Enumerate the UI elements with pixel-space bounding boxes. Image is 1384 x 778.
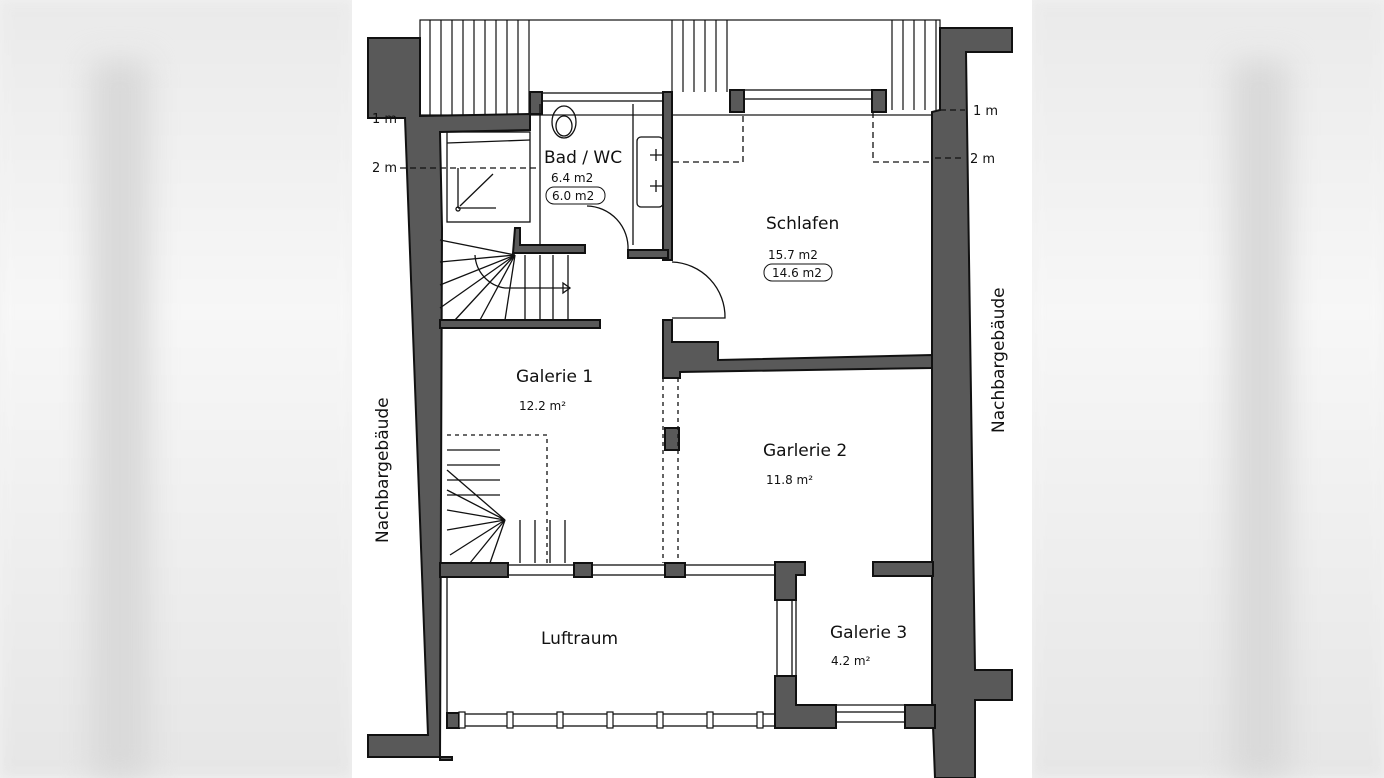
room-name-galerie2: Garlerie 2: [763, 441, 847, 461]
room-name-luftraum: Luftraum: [541, 629, 618, 649]
blurred-background-left: [0, 0, 352, 778]
window-mullion: [556, 711, 564, 729]
bad-window: [541, 92, 664, 102]
window-galerie1-b: [591, 564, 666, 576]
blurred-wall-left: [90, 60, 150, 778]
room-net-area-schlafen: 14.6 m2: [772, 266, 822, 280]
stair-tread: [439, 254, 516, 286]
small-column: [664, 427, 680, 451]
room-area-galerie1: 12.2 m²: [519, 399, 566, 413]
stair-tread: [446, 519, 506, 531]
toilet-icon: [551, 105, 577, 139]
window-pier-1: [439, 562, 509, 578]
window-galerie2: [684, 564, 776, 576]
bad-door-swing: [586, 205, 629, 251]
schlafen-door-swing: [671, 261, 726, 319]
room-name-galerie1: Galerie 1: [516, 367, 593, 387]
window-mullion: [656, 711, 664, 729]
blurred-wall-right: [1230, 60, 1290, 778]
left-outer-wall: [367, 37, 531, 761]
net-area-badge-bad: [545, 186, 606, 205]
schlafen-window-pier-right: [871, 89, 887, 113]
right-outer-wall: [931, 27, 1013, 778]
blurred-background-right: [1032, 0, 1384, 778]
stair-tread: [439, 239, 516, 256]
dim-left-2m: 2 m: [372, 161, 397, 176]
walls: [367, 27, 1013, 778]
window-pier-3: [664, 562, 686, 578]
galerie3-wall-right: [872, 561, 934, 577]
bad-door-wall: [627, 249, 669, 259]
galerie3-wall-bottom-right: [904, 704, 936, 729]
stair-tread: [489, 519, 506, 564]
stair-tread: [449, 519, 506, 556]
window-mullion: [756, 711, 764, 729]
bottom-wall-left: [446, 712, 460, 729]
window-mullion: [458, 711, 466, 729]
stair-tread: [439, 254, 516, 263]
window-mullion: [506, 711, 514, 729]
window-luftraum-side: [776, 599, 793, 677]
bad-bottom-wall: [511, 227, 586, 254]
schlafen-window: [743, 89, 873, 100]
room-name-galerie3: Galerie 3: [830, 623, 907, 643]
stair-tread: [479, 254, 516, 321]
roof-hatch: [419, 19, 941, 116]
stair-tread: [469, 519, 506, 564]
window-bottom-galerie3: [835, 711, 906, 723]
neighbor-label-right: Nachbargebäude: [989, 287, 1009, 433]
fixtures: [400, 89, 965, 727]
schlafen-window-pier-left: [729, 89, 745, 113]
room-area-galerie3: 4.2 m²: [831, 654, 871, 668]
galerie3-wall-left: [774, 561, 806, 601]
room-area-schlafen: 15.7 m2: [768, 248, 818, 262]
shower-tray: [446, 131, 531, 223]
room-name-schlafen: Schlafen: [766, 214, 839, 234]
room-name-bad: Bad / WC: [544, 148, 622, 168]
window-mullions: [458, 711, 764, 729]
window-mullion: [706, 711, 714, 729]
dim-left-1m: 1 m: [372, 112, 397, 127]
bad-wall-right: [662, 91, 673, 261]
room-area-galerie2: 11.8 m²: [766, 473, 813, 487]
window-pier-2: [573, 562, 593, 578]
dim-right-1m: 1 m: [973, 104, 998, 119]
stairs-lower: [446, 449, 566, 564]
stair-wall: [439, 319, 601, 329]
window-mullion: [606, 711, 614, 729]
stair-tread: [454, 254, 516, 321]
stair-tread: [446, 509, 506, 521]
dim-right-2m: 2 m: [970, 152, 995, 167]
net-area-badge-schlafen: [763, 263, 833, 282]
bad-wall-left-top: [529, 91, 543, 115]
washbasin-icon: [636, 136, 664, 208]
window-galerie1-a: [507, 564, 575, 576]
room-net-area-bad: 6.0 m2: [552, 189, 594, 203]
neighbor-label-left: Nachbargebäude: [373, 397, 393, 543]
stair-tread: [439, 254, 516, 309]
center-column: [662, 319, 933, 379]
room-area-bad: 6.4 m2: [551, 171, 593, 185]
